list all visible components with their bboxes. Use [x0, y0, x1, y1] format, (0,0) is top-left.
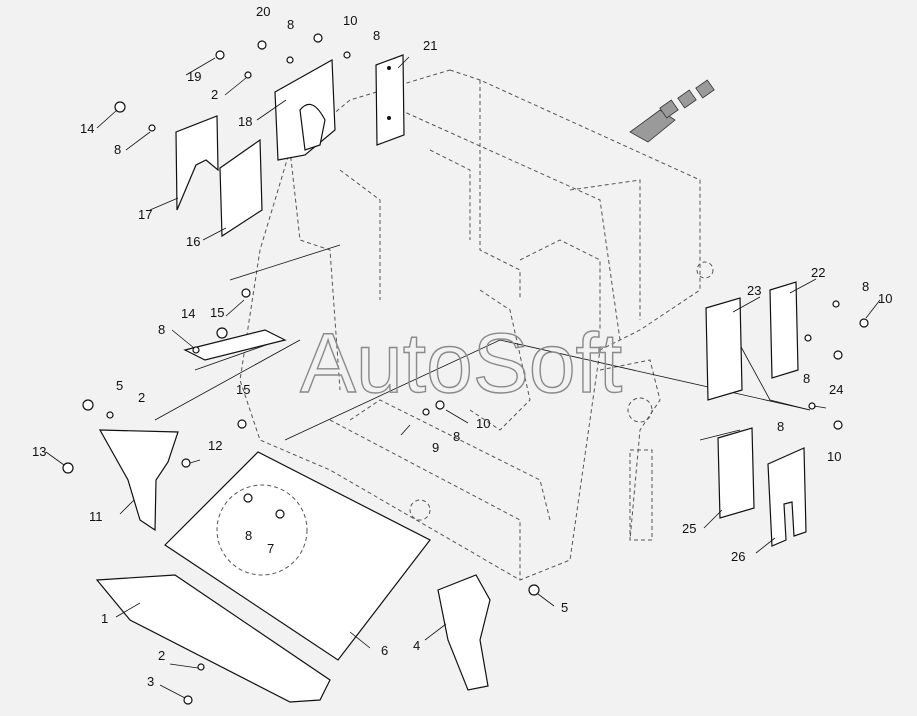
- callout-13: 13: [32, 444, 46, 459]
- part-23-plate: [705, 297, 743, 401]
- assembly-axis-lines: [154, 244, 811, 441]
- part-17-plate: [175, 115, 219, 211]
- callout-14: 14: [181, 306, 195, 321]
- part-21-plate: [375, 54, 405, 146]
- callout-1: 1: [101, 611, 108, 626]
- callout-20: 20: [256, 4, 270, 19]
- main-frame-phantom: [239, 69, 714, 581]
- part-18-bracket: [274, 58, 336, 161]
- callout-18: 18: [238, 114, 252, 129]
- callout-15: 15: [236, 382, 250, 397]
- callout-25: 25: [682, 521, 696, 536]
- part-6-floor-plate: [164, 451, 431, 661]
- part-4-side-guard: [437, 574, 491, 691]
- callout-8: 8: [803, 371, 810, 386]
- callout-8: 8: [453, 429, 460, 444]
- callout-8: 8: [245, 528, 252, 543]
- callout-2: 2: [211, 87, 218, 102]
- callout-8: 8: [862, 279, 869, 294]
- leader-lines: [45, 56, 881, 699]
- callout-8: 8: [158, 322, 165, 337]
- callout-24: 24: [829, 382, 843, 397]
- callout-16: 16: [186, 234, 200, 249]
- part-26-plate: [767, 447, 807, 547]
- callout-2: 2: [138, 390, 145, 405]
- callout-8: 8: [114, 142, 121, 157]
- part-1-lip: [95, 574, 331, 703]
- part-22-plate: [769, 281, 799, 379]
- part-25-plate: [717, 427, 755, 519]
- fasteners: [62, 33, 869, 705]
- callout-2: 2: [158, 648, 165, 663]
- callout-8: 8: [777, 419, 784, 434]
- callout-17: 17: [138, 207, 152, 222]
- watermark-text: AutoSoft: [300, 316, 622, 410]
- callout-10: 10: [827, 449, 841, 464]
- callout-19: 19: [187, 69, 201, 84]
- callout-8: 8: [287, 17, 294, 32]
- callout-12: 12: [208, 438, 222, 453]
- callout-10: 10: [343, 13, 357, 28]
- callout-7: 7: [267, 541, 274, 556]
- callout-5: 5: [116, 378, 123, 393]
- callout-26: 26: [731, 549, 745, 564]
- callout-10: 10: [476, 416, 490, 431]
- direction-arrow: [629, 79, 715, 143]
- callout-9: 9: [432, 440, 439, 455]
- part-16-plate: [219, 138, 263, 238]
- callout-15: 15: [210, 305, 224, 320]
- callout-11: 11: [89, 509, 103, 524]
- part-14-8-plate-mid: [183, 329, 287, 361]
- callout-8: 8: [373, 28, 380, 43]
- callout-6: 6: [381, 643, 388, 658]
- callout-14: 14: [80, 121, 94, 136]
- callout-22: 22: [811, 265, 825, 280]
- callout-23: 23: [747, 283, 761, 298]
- callout-5: 5: [561, 600, 568, 615]
- callout-3: 3: [147, 674, 154, 689]
- callout-21: 21: [423, 38, 437, 53]
- callout-10: 10: [878, 291, 892, 306]
- part-11-side-guard: [98, 429, 179, 532]
- callouts: 20 8 10 8 21 19 2 18 14 8 17 16 15 14 8 …: [32, 4, 892, 689]
- callout-4: 4: [413, 638, 420, 653]
